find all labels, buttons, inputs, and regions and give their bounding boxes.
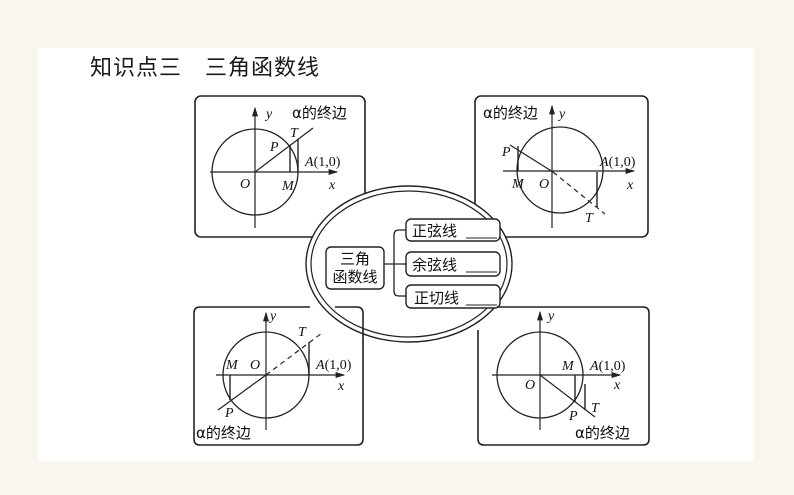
diagram-frame [194, 95, 366, 238]
quadrant-3-diagram: y T M O A(1,0) x P α的终边 [193, 306, 364, 446]
quadrant-2-diagram: α的终边 y P A(1,0) M O x T [474, 95, 649, 238]
root-node [325, 246, 385, 290]
label-A: A(1,0) [599, 155, 636, 170]
root-label-line2: 函数线 [332, 268, 377, 286]
label-P: P [501, 145, 511, 160]
quadrant-1-diagram: y α的终边 T P A(1,0) O M x [194, 95, 366, 238]
label-A: A(1,0) [315, 358, 352, 373]
inner-ellipse [310, 190, 508, 338]
branch-node-cosine [405, 251, 501, 277]
label-y: y [268, 309, 277, 324]
root-label-line1: 三角 [340, 250, 370, 268]
label-M: M [561, 359, 575, 374]
unit-circle [496, 331, 584, 419]
branch-label-tangent: 正切线 [414, 289, 459, 307]
label-y: y [557, 107, 566, 122]
label-T: T [591, 401, 600, 416]
section-title: 知识点三 三角函数线 [90, 56, 321, 81]
label-A: A(1,0) [304, 155, 341, 170]
label-x: x [337, 379, 345, 394]
label-P: P [269, 140, 279, 155]
terminal-side [539, 374, 596, 418]
unit-circle [516, 126, 604, 214]
terminal-side [254, 127, 314, 173]
terminal-side-label: α的终边 [292, 104, 347, 122]
branch-label-sine: 正弦线 [412, 222, 457, 240]
terminal-side-label: α的终边 [483, 104, 538, 122]
diagram-frame [474, 95, 649, 238]
label-O: O [539, 177, 549, 192]
diagram-frame [193, 306, 364, 446]
label-x: x [626, 178, 634, 193]
quadrant-4-diagram: y M A(1,0) O x T P α的终边 [477, 306, 650, 446]
label-O: O [240, 177, 250, 192]
branch-node-tangent [405, 284, 501, 309]
label-y: y [546, 309, 555, 324]
branch-label-cosine: 余弦线 [412, 256, 457, 274]
terminal-side-label: α的终边 [575, 424, 630, 442]
label-y: y [264, 107, 273, 122]
label-M: M [281, 179, 295, 194]
label-T: T [585, 211, 594, 226]
label-A: A(1,0) [589, 359, 626, 374]
label-M: M [511, 177, 525, 192]
label-T: T [298, 325, 307, 340]
terminal-side-extension [265, 332, 323, 376]
branch-bracket [393, 229, 406, 297]
label-O: O [525, 378, 535, 393]
label-x: x [613, 378, 621, 393]
label-O: O [250, 358, 260, 373]
terminal-side [217, 374, 267, 411]
center-mind-map: 三角 函数线 正弦线 余弦线 正切线 [305, 185, 513, 343]
label-P: P [224, 406, 234, 421]
terminal-side-label: α的终边 [196, 424, 251, 442]
diagram-frame [477, 306, 650, 446]
terminal-side [509, 144, 554, 173]
branch-node-sine [405, 218, 501, 242]
label-T: T [290, 126, 299, 141]
label-P: P [568, 409, 578, 424]
label-x: x [328, 178, 336, 193]
label-M: M [225, 358, 239, 373]
